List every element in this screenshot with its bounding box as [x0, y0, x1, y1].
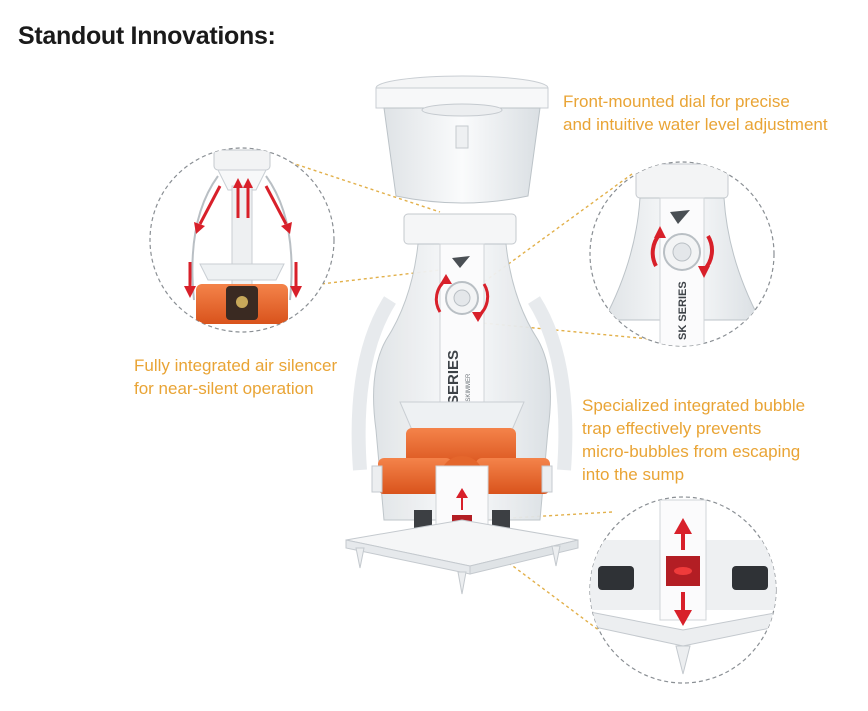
callout-bubble-trap: Specialized integrated bubble trap effec… [582, 394, 805, 486]
callout-bubble-trap-line-1: Specialized integrated bubble [582, 396, 806, 415]
brand-sub-label: PROTEIN SKIMMER [466, 373, 472, 430]
brand-label-detail: SK SERIES [677, 281, 689, 340]
detail-bubble-trap [589, 496, 777, 684]
page-title: Standout Innovations: [18, 22, 276, 50]
skimmer-body: SK SERIES PROTEIN SKIMMER [345, 75, 579, 595]
callout-bubble-trap-line-3: micro-bubbles from escaping [582, 442, 801, 461]
callout-silencer: Fully integrated air silencer for near-s… [134, 354, 337, 400]
callout-dial-line-1: Front-mounted dial for precise [563, 92, 790, 111]
detail-dial: SK SERIES [589, 161, 775, 347]
detail-air-silencer [149, 147, 335, 333]
callout-bubble-trap-line-4: into the sump [582, 465, 685, 484]
callout-silencer-line-2: for near-silent operation [134, 379, 314, 398]
callout-silencer-line-1: Fully integrated air silencer [134, 356, 338, 375]
callout-bubble-trap-line-2: trap effectively prevents [582, 419, 762, 438]
callout-dial-line-2: and intuitive water level adjustment [563, 115, 828, 134]
callout-dial: Front-mounted dial for precise and intui… [563, 90, 828, 136]
